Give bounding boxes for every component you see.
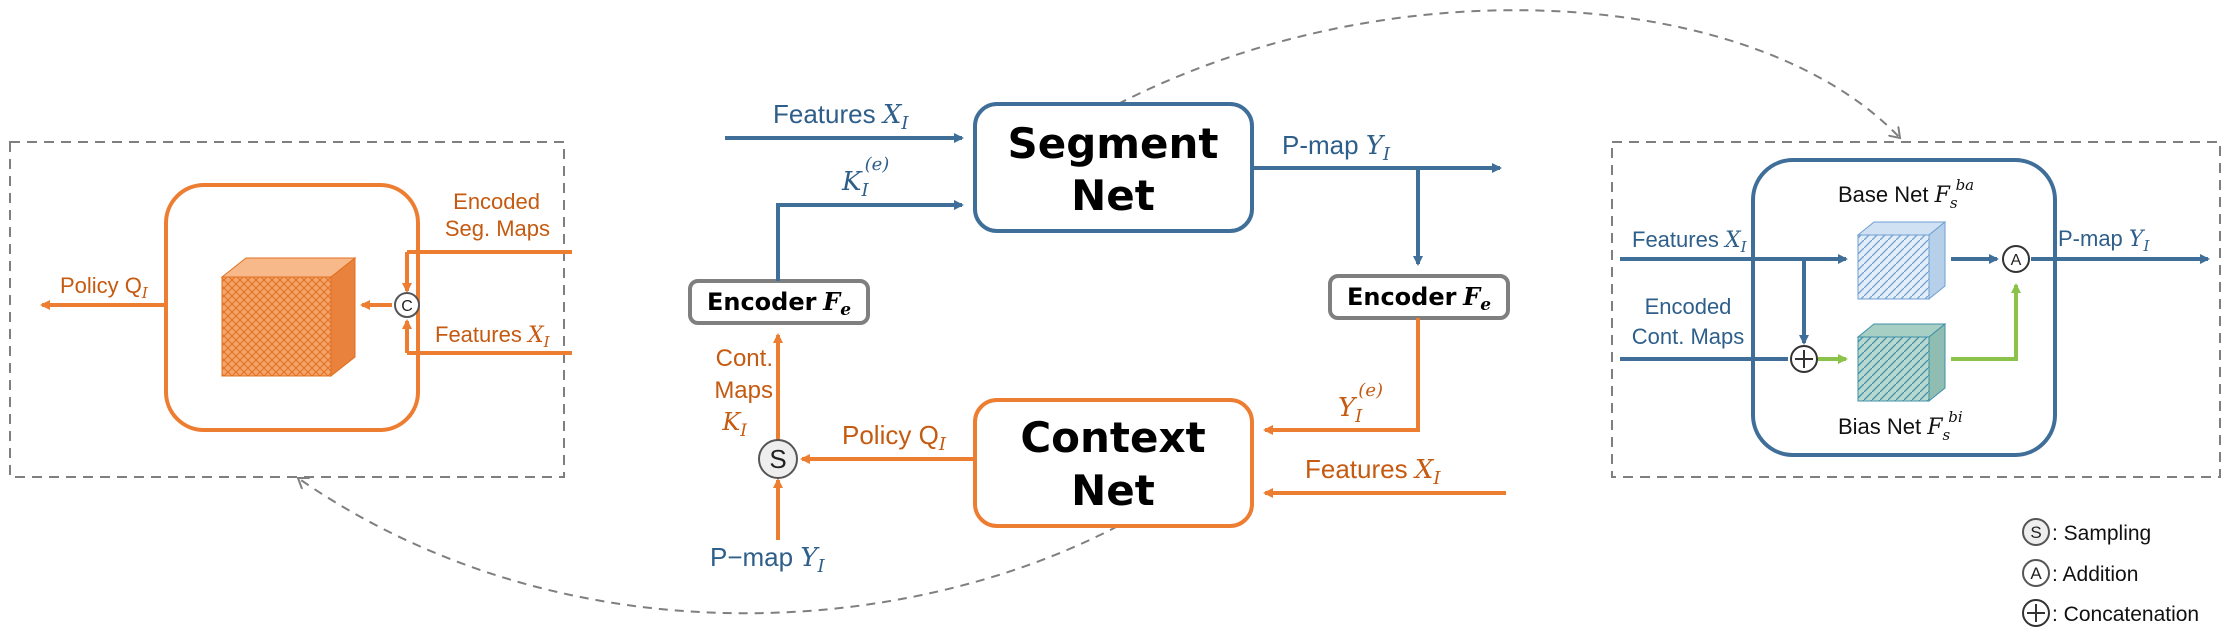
svg-text:S: S <box>2030 523 2041 542</box>
svg-text:A: A <box>2011 252 2022 269</box>
bias-to-addition-arrow <box>1951 283 2021 361</box>
encoder-right-label: Encoder Fe <box>1347 282 1491 315</box>
segment-net-label-2: Net <box>1071 171 1155 220</box>
cont-maps-label: Cont. <box>716 345 773 372</box>
legend-sampling: S : Sampling <box>2022 518 2151 546</box>
addition-symbol: A <box>2002 245 2030 273</box>
dashed-connector-to-right-panel <box>1117 9 1900 138</box>
encoded-cont-maps-label: Encoded <box>1645 294 1732 319</box>
encoder-to-segment-arrow <box>776 200 964 281</box>
base-net-cube <box>1856 220 1947 301</box>
dashed-connector-to-left-panel <box>298 478 1119 615</box>
legend-addition: A : Addition <box>2022 559 2138 587</box>
encoded-cont-maps-label-2: Cont. Maps <box>1632 324 1745 349</box>
left-panel-frame <box>9 141 565 478</box>
svg-text:: Concatenation: : Concatenation <box>2052 603 2199 626</box>
context-net-label-2: Net <box>1071 466 1155 515</box>
legend-concatenation: : Concatenation <box>2022 599 2199 627</box>
base-net-label: Base Net Fsba <box>1838 176 1974 212</box>
svg-text:C: C <box>401 298 413 315</box>
segment-net-label: Segment <box>1007 119 1218 168</box>
k-encoded-label: KI(e) <box>841 154 889 201</box>
pmap-out-label: P-map YI <box>1282 130 1391 165</box>
cont-maps-label-2: Maps <box>714 377 773 404</box>
svg-text:: Sampling: : Sampling <box>2052 522 2151 545</box>
concat-plus-symbol <box>1790 345 1818 373</box>
encoder-left-label: Encoder Fe <box>707 287 851 320</box>
bias-net-label: Bias Net Fsbi <box>1838 408 1963 444</box>
left-features-label: Features XI <box>435 322 551 351</box>
right-pmap-label: P-map YI <box>2058 226 2150 255</box>
context-net-box <box>973 398 1254 528</box>
encoded-seg-maps-label: Encoded <box>453 189 540 214</box>
policy-label: Policy QI <box>842 420 947 455</box>
concat-symbol: C <box>394 292 420 318</box>
features-bottom-label: Features XI <box>1305 454 1441 489</box>
y-encoded-label: YI(e) <box>1338 380 1383 427</box>
right-features-label: Features XI <box>1632 227 1748 256</box>
svg-text:S: S <box>769 444 786 474</box>
cont-maps-k-label: KI <box>721 408 747 441</box>
context-net-label: Context <box>1020 413 1205 462</box>
sampling-symbol: S <box>758 439 798 479</box>
left-policy-label: Policy QI <box>60 273 149 302</box>
bias-net-cube <box>1856 322 1947 403</box>
encoded-seg-maps-label-2: Seg. Maps <box>445 216 550 241</box>
svg-text:: Addition: : Addition <box>2052 563 2138 586</box>
features-top-label: Features XI <box>773 99 909 134</box>
orange-feature-cube <box>220 256 357 378</box>
pmap-bottom-label: P−map YI <box>710 542 826 577</box>
encoder-to-context-arrow <box>1263 318 1420 435</box>
svg-text:A: A <box>2030 564 2042 583</box>
right-inner-box <box>1751 158 2057 457</box>
right-panel-frame <box>1611 141 2221 478</box>
